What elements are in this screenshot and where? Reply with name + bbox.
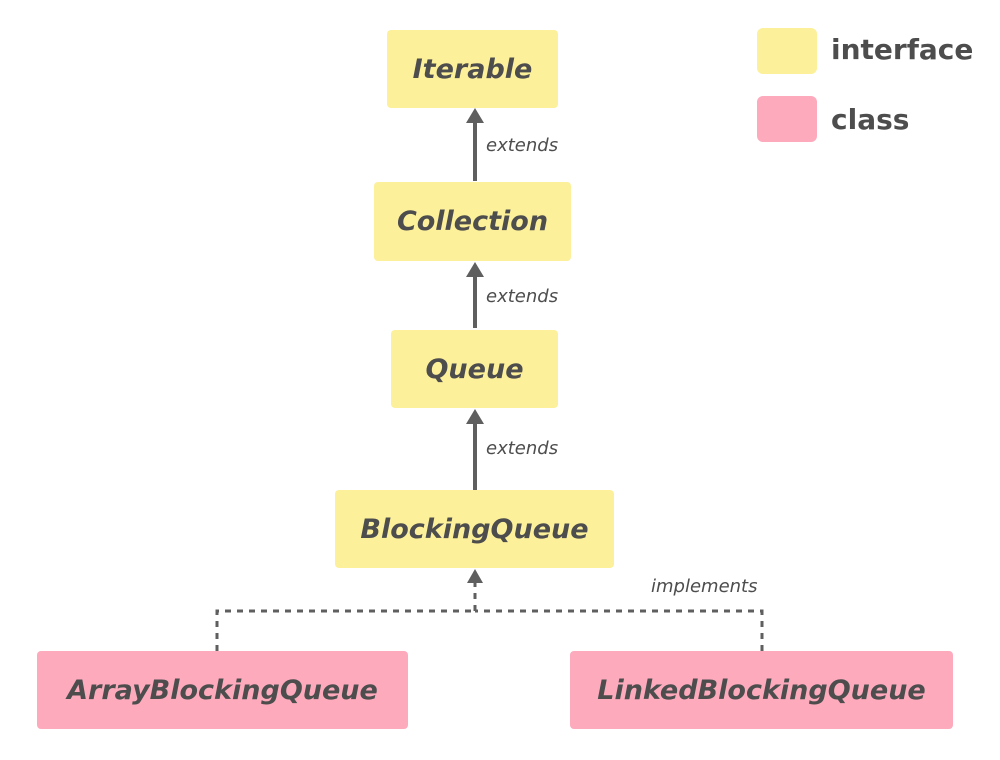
- legend-swatch-interface: [757, 28, 817, 74]
- edge-label-extends-iterable: extends: [486, 135, 559, 156]
- node-label-linked-blocking-queue: LinkedBlockingQueue: [597, 674, 926, 706]
- arrowhead-queue: [466, 409, 484, 424]
- arrowhead-blocking-queue: [467, 569, 483, 583]
- legend-swatch-class: [757, 96, 817, 142]
- node-queue: Queue: [391, 330, 558, 408]
- node-label-queue: Queue: [425, 353, 524, 385]
- edge-linked-blocking-queue-to-blocking-queue: [475, 609, 764, 651]
- node-linked-blocking-queue: LinkedBlockingQueue: [570, 651, 953, 729]
- node-blocking-queue: BlockingQueue: [335, 490, 614, 568]
- legend-label-interface: interface: [831, 33, 974, 66]
- node-label-blocking-queue: BlockingQueue: [360, 513, 589, 545]
- arrowhead-iterable: [466, 108, 484, 123]
- legend-label-class: class: [831, 103, 910, 136]
- node-iterable: Iterable: [387, 30, 558, 108]
- edge-label-implements: implements: [651, 576, 758, 597]
- edge-label-extends-collection: extends: [486, 286, 559, 307]
- node-label-collection: Collection: [396, 206, 549, 237]
- node-label-array-blocking-queue: ArrayBlockingQueue: [67, 674, 378, 706]
- node-label-iterable: Iterable: [412, 53, 533, 85]
- edge-label-extends-queue: extends: [486, 438, 559, 459]
- arrowhead-collection: [466, 262, 484, 277]
- node-array-blocking-queue: ArrayBlockingQueue: [37, 651, 408, 729]
- edge-array-blocking-queue-to-blocking-queue: [215, 609, 475, 651]
- node-collection: Collection: [374, 182, 571, 261]
